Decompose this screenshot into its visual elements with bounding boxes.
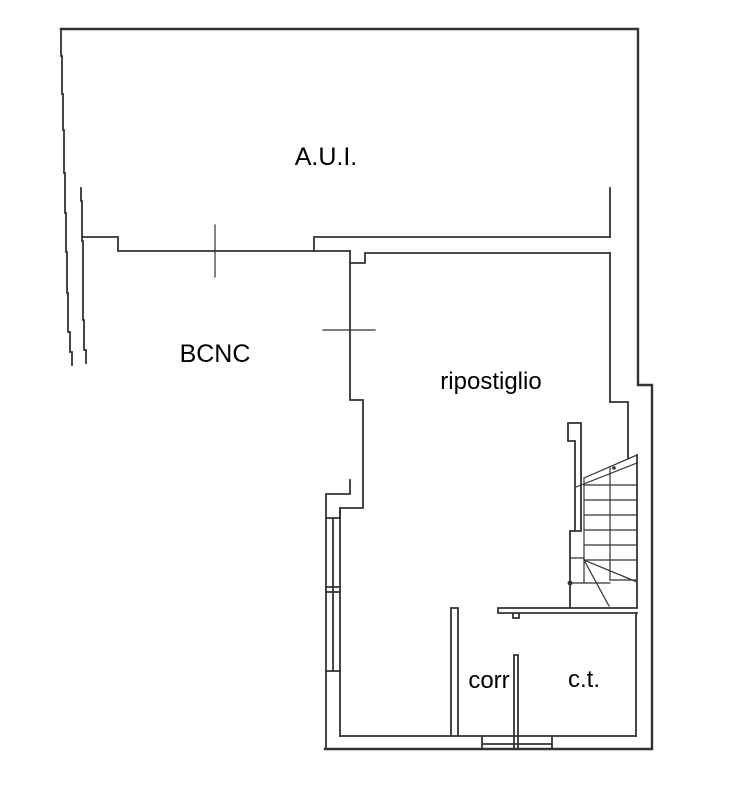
- stair-landing-lines: [568, 557, 611, 584]
- room-label-ct: c.t.: [568, 666, 600, 693]
- left-boundary-inner-jagged-line: [80, 187, 87, 364]
- stair-newel-dot: [567, 580, 573, 586]
- wall-ripostiglio-north-lower: [349, 250, 611, 264]
- wall-bcnc-north: [82, 236, 351, 252]
- outer-walls: [59, 27, 654, 751]
- room-labels: A.U.I. BCNC ripostiglio corr c.t.: [180, 143, 600, 694]
- bottom-window: [481, 735, 553, 750]
- window-wall-left: [325, 507, 341, 737]
- stair-winder-treads: [583, 559, 638, 607]
- wall-stair-top-jog: [609, 401, 629, 459]
- interior-walls: [82, 187, 629, 750]
- wall-corr-north: [497, 607, 638, 619]
- outer-wall-top-right-bottom: [59, 27, 654, 751]
- stair-west-wall: [567, 422, 582, 608]
- room-label-aui: A.U.I.: [295, 143, 358, 171]
- wall-corr-ct-divider: [513, 654, 519, 750]
- wall-corr-west: [450, 607, 459, 737]
- room-label-ripostiglio: ripostiglio: [440, 368, 541, 395]
- door-ticks: [214, 224, 376, 331]
- left-boundary-jagged-line: [60, 28, 73, 366]
- window-crossbars: [325, 517, 341, 672]
- bottom-walls: [339, 607, 638, 750]
- wall-lower-left-step: [325, 479, 351, 750]
- staircase: [567, 422, 638, 608]
- room-label-corr: corr: [468, 667, 509, 694]
- stair-break-dot: [612, 466, 616, 470]
- room-label-bcnc: BCNC: [180, 340, 251, 368]
- wall-aui-south: [313, 236, 611, 252]
- wall-bcnc-ripostiglio-divider: [339, 262, 364, 519]
- stair-break-lines: [575, 454, 638, 488]
